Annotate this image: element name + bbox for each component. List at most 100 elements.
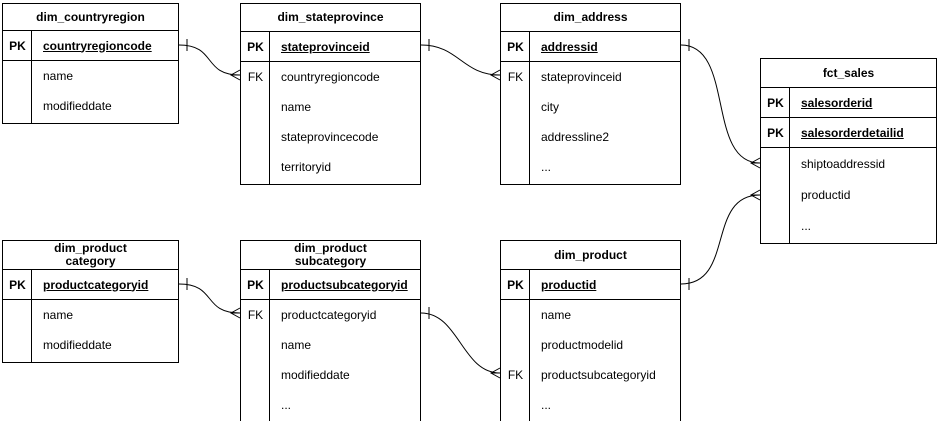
- key-column-divider: [31, 270, 32, 362]
- field-name: productmodelid: [541, 338, 624, 352]
- field-name: ...: [541, 398, 552, 412]
- field-row: productid: [761, 179, 936, 210]
- pk-field-name: productcategoryid: [43, 277, 149, 292]
- field-row: name: [3, 61, 178, 91]
- field-name: territoryid: [281, 160, 332, 174]
- field-row: name: [241, 330, 420, 360]
- crow-foot: [749, 189, 761, 201]
- relation-product-fctsales[interactable]: [680, 189, 761, 290]
- entity-fct-sales[interactable]: fct_sales PK salesorderid PK salesorderd…: [760, 58, 937, 244]
- field-row: name: [501, 300, 680, 330]
- field-row: name: [241, 92, 420, 122]
- entity-dim-productsubcategory[interactable]: dim_product subcategory PK productsubcat…: [240, 240, 421, 421]
- relation-address-fctsales[interactable]: [680, 39, 761, 169]
- field-row: stateprovincecode: [241, 122, 420, 152]
- field-row: FK productsubcategoryid: [501, 360, 680, 390]
- pk-field-name: countryregioncode: [43, 38, 152, 53]
- field-row: territoryid: [241, 152, 420, 182]
- field-name: ...: [541, 160, 552, 174]
- entity-title: dim_product category: [3, 241, 178, 270]
- pk-label: PK: [247, 277, 264, 292]
- relation-productcategory-subcategory[interactable]: [178, 278, 241, 319]
- entity-dim-stateprovince[interactable]: dim_stateprovince PK stateprovinceid FK …: [240, 3, 421, 185]
- field-row: modifieddate: [3, 330, 178, 360]
- fk-label: FK: [507, 70, 524, 84]
- entity-dim-productcategory[interactable]: dim_product category PK productcategoryi…: [2, 240, 179, 363]
- field-name: name: [281, 338, 312, 352]
- pk-row: PK salesorderid: [761, 88, 936, 118]
- pk-row: PK productsubcategoryid: [241, 270, 420, 300]
- crow-foot: [229, 69, 241, 81]
- fk-label: FK: [507, 368, 524, 382]
- field-name: modifieddate: [43, 338, 112, 352]
- field-row: ...: [501, 152, 680, 182]
- pk-field-name: stateprovinceid: [281, 39, 370, 54]
- pk-label: PK: [767, 125, 784, 140]
- crow-foot: [489, 367, 501, 379]
- field-name: city: [541, 100, 559, 114]
- field-row: modifieddate: [241, 360, 420, 390]
- entity-title-text: dim_product: [554, 247, 627, 262]
- field-name: ...: [281, 398, 292, 412]
- pk-field-name: productsubcategoryid: [281, 277, 408, 292]
- entity-title-line: category: [65, 254, 116, 268]
- pk-field-name: salesorderdetailid: [801, 125, 904, 140]
- entity-dim-countryregion[interactable]: dim_countryregion PK countryregioncode n…: [2, 3, 179, 124]
- field-row: city: [501, 92, 680, 122]
- pk-field-name: salesorderid: [801, 95, 873, 110]
- pk-row: PK countryregioncode: [3, 31, 178, 61]
- field-name: addressline2: [541, 130, 610, 144]
- pk-field-name: addressid: [541, 39, 598, 54]
- entity-dim-product[interactable]: dim_product PK productid name productmod…: [500, 240, 681, 421]
- fk-label: FK: [247, 70, 264, 84]
- entity-dim-address[interactable]: dim_address PK addressid FK stateprovinc…: [500, 3, 681, 185]
- field-name: productcategoryid: [281, 308, 377, 322]
- field-name: name: [43, 69, 74, 83]
- entity-title-line: subcategory: [294, 254, 367, 268]
- key-column-divider: [529, 32, 530, 184]
- relation-subcategory-product[interactable]: [420, 307, 501, 379]
- crow-foot: [749, 157, 761, 169]
- field-name: name: [43, 308, 74, 322]
- pk-label: PK: [507, 39, 524, 54]
- field-row: ...: [501, 390, 680, 420]
- field-row: FK countryregioncode: [241, 62, 420, 92]
- fk-label: FK: [247, 308, 264, 322]
- field-row: name: [3, 300, 178, 330]
- field-name: modifieddate: [281, 368, 350, 382]
- pk-field-name: productid: [541, 277, 597, 292]
- field-name: shiptoaddressid: [801, 156, 886, 171]
- key-column-divider: [529, 270, 530, 421]
- field-name: ...: [801, 218, 812, 233]
- field-row: productmodelid: [501, 330, 680, 360]
- pk-row: PK addressid: [501, 32, 680, 62]
- pk-label: PK: [507, 277, 524, 292]
- key-column-divider: [269, 270, 270, 421]
- key-column-divider: [789, 88, 790, 243]
- pk-label: PK: [247, 39, 264, 54]
- relation-countryregion-stateprovince[interactable]: [178, 39, 241, 81]
- field-name: productsubcategoryid: [541, 368, 656, 382]
- key-column-divider: [31, 31, 32, 123]
- entity-title-text: dim_countryregion: [36, 9, 145, 24]
- entity-title-text: fct_sales: [822, 65, 875, 80]
- crow-foot: [229, 307, 241, 319]
- entity-title: dim_product: [501, 241, 680, 270]
- entity-title: dim_address: [501, 4, 680, 32]
- crow-foot: [489, 69, 501, 81]
- field-row: ...: [761, 210, 936, 241]
- field-name: stateprovincecode: [281, 130, 379, 144]
- field-name: productid: [801, 187, 851, 202]
- entity-title: fct_sales: [761, 59, 936, 88]
- field-row: modifieddate: [3, 91, 178, 121]
- pk-row: PK productcategoryid: [3, 270, 178, 300]
- entity-title-line: dim_product: [294, 241, 367, 255]
- relation-stateprovince-address[interactable]: [420, 39, 501, 81]
- field-row: ...: [241, 390, 420, 420]
- pk-row: PK stateprovinceid: [241, 32, 420, 62]
- pk-row: PK productid: [501, 270, 680, 300]
- field-name: stateprovinceid: [541, 70, 622, 84]
- field-row: addressline2: [501, 122, 680, 152]
